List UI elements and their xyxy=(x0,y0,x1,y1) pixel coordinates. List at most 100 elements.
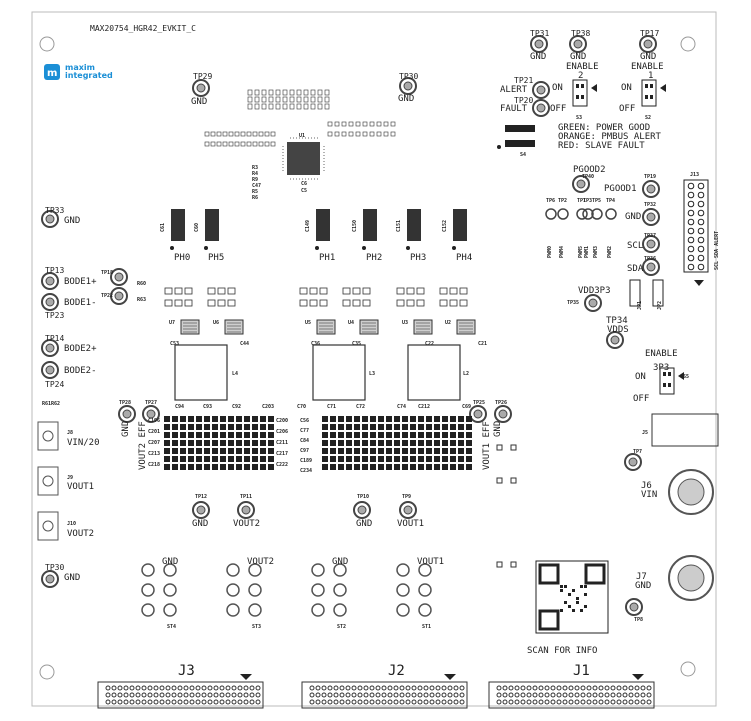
terminal-st2 xyxy=(311,563,325,577)
tp36-id: TP36 xyxy=(644,256,657,262)
pwm-tp-id-5: TP4 xyxy=(606,198,616,204)
tp24-label: BODE2- xyxy=(64,366,97,376)
tp14-id: TP14 xyxy=(45,334,65,343)
j2-pin1 xyxy=(309,685,315,691)
connector-j8 xyxy=(37,421,59,451)
tp40-id: TP40 xyxy=(582,174,595,180)
j6-id: J6 xyxy=(641,481,652,491)
pwm-label-0: PWM0 xyxy=(547,245,553,258)
tp29-label: GND xyxy=(191,97,208,107)
l4-id: L4 xyxy=(232,371,239,377)
refdes-22: C212 xyxy=(418,404,431,410)
tp28-id: TP28 xyxy=(119,400,132,406)
refdes-0: R3 xyxy=(252,165,259,171)
tp22-id: TP22 xyxy=(101,293,114,299)
phase-dot-ph0 xyxy=(170,246,174,250)
terminal-st1 xyxy=(396,563,410,577)
refdes-8: C53 xyxy=(170,341,180,347)
s5-num: 3P3 xyxy=(653,363,670,373)
refdes-17: C203 xyxy=(262,404,275,410)
cap-row-center-1: C77 xyxy=(300,428,310,434)
refdes-7: C5 xyxy=(301,188,308,194)
tp17-ring xyxy=(639,35,657,53)
qr-finder-tl xyxy=(538,563,560,585)
tp11-id: TP11 xyxy=(240,494,253,500)
phase-dot-ph2 xyxy=(362,246,366,250)
refdes-21: C74 xyxy=(397,404,407,410)
phase-cap-c60 xyxy=(205,209,219,241)
board-title: MAX20754_HGR42_EVKIT_C xyxy=(90,24,196,33)
scan-label: SCAN FOR INFO xyxy=(527,646,598,656)
phase-dot-ph3 xyxy=(406,246,410,250)
tp17-id: TP17 xyxy=(640,29,660,38)
phase-label-ph2: PH2 xyxy=(366,253,383,263)
tp28-label: GND xyxy=(121,420,131,437)
cap-row-mid-4: C222 xyxy=(276,462,289,468)
tp24-id: TP24 xyxy=(45,380,65,389)
qr-finder-tr xyxy=(584,563,606,585)
phase-label-ph0: PH0 xyxy=(174,253,191,263)
j1-connector xyxy=(488,681,655,709)
terminal-id-1: ST3 xyxy=(252,624,262,630)
maxim-logo-icon xyxy=(44,64,60,80)
refdes-16: C92 xyxy=(232,404,242,410)
tp36-label: SDA xyxy=(627,264,644,274)
pwm-label-3: PWM1 xyxy=(584,245,590,258)
via-0 xyxy=(496,444,503,451)
tp30-ring-bottom xyxy=(41,570,59,588)
tp18-ring xyxy=(110,268,128,286)
power-stage-u4 xyxy=(359,319,379,335)
tp33-label: GND xyxy=(64,216,81,226)
cap-row-center-4: C189 xyxy=(300,458,313,464)
s2-on: ON xyxy=(621,83,632,93)
tp9-id: TP9 xyxy=(402,494,412,500)
tp38-id: TP38 xyxy=(571,29,591,38)
tp30-id-bottom: TP30 xyxy=(45,563,65,572)
j3-pin1-marker xyxy=(240,674,252,680)
tp13-label: BODE1+ xyxy=(64,277,97,287)
j13-header xyxy=(683,179,709,273)
pwm-label-4: PWM3 xyxy=(593,245,599,258)
tp21-label: ALERT xyxy=(500,85,528,95)
pwm-tp-id-1: TP2 xyxy=(558,198,568,204)
j8-label: VIN/20 xyxy=(67,438,100,448)
tp33-id: TP33 xyxy=(45,206,65,215)
tp7-ring xyxy=(624,453,642,471)
j3-connector xyxy=(97,681,264,709)
tp32-ring xyxy=(642,208,660,226)
j10-id: J10 xyxy=(67,521,77,527)
cap-row-mid-0: C200 xyxy=(276,418,289,424)
refdes-10: C36 xyxy=(311,341,321,347)
switch-s5 xyxy=(659,367,675,395)
terminal-id-3: ST1 xyxy=(422,624,432,630)
tp13-id: TP13 xyxy=(45,266,65,275)
cap-row-mid-2: C211 xyxy=(276,440,289,446)
led-legend-red: RED: SLAVE FAULT xyxy=(558,141,645,151)
s3-off: OFF xyxy=(550,104,567,114)
tp38-label: GND xyxy=(570,52,587,62)
cap-row-center-0: C56 xyxy=(300,418,310,424)
led-legend-orange: ORANGE: PMBUS ALERT xyxy=(558,132,661,142)
phase-cap-c149 xyxy=(316,209,330,241)
tp35-ring xyxy=(584,294,602,312)
tp10-ring xyxy=(353,501,371,519)
tp23-ring xyxy=(41,293,59,311)
tp12-id: TP12 xyxy=(195,494,208,500)
j13-side-label: SCL SDA ALERT xyxy=(714,230,720,270)
refdes-6: C6 xyxy=(301,181,308,187)
cap-row-center-3: C97 xyxy=(300,448,310,454)
pgood2-label: PGOOD2 xyxy=(573,165,606,175)
pwm-tp-tp5 xyxy=(591,208,603,220)
r60-id: R60 xyxy=(137,281,147,287)
tp19-ring xyxy=(642,180,660,198)
j1-label: J1 xyxy=(573,663,590,679)
j9-id: J9 xyxy=(67,475,74,481)
tp27-ring xyxy=(142,405,160,423)
switch-s4-bottom xyxy=(505,140,535,147)
tp30-label-bottom: GND xyxy=(64,573,81,583)
tp24-ring xyxy=(41,361,59,379)
tp31-id: TP31 xyxy=(530,29,550,38)
refdes-18: C70 xyxy=(297,404,307,410)
mounting-hole-tl xyxy=(39,36,55,52)
